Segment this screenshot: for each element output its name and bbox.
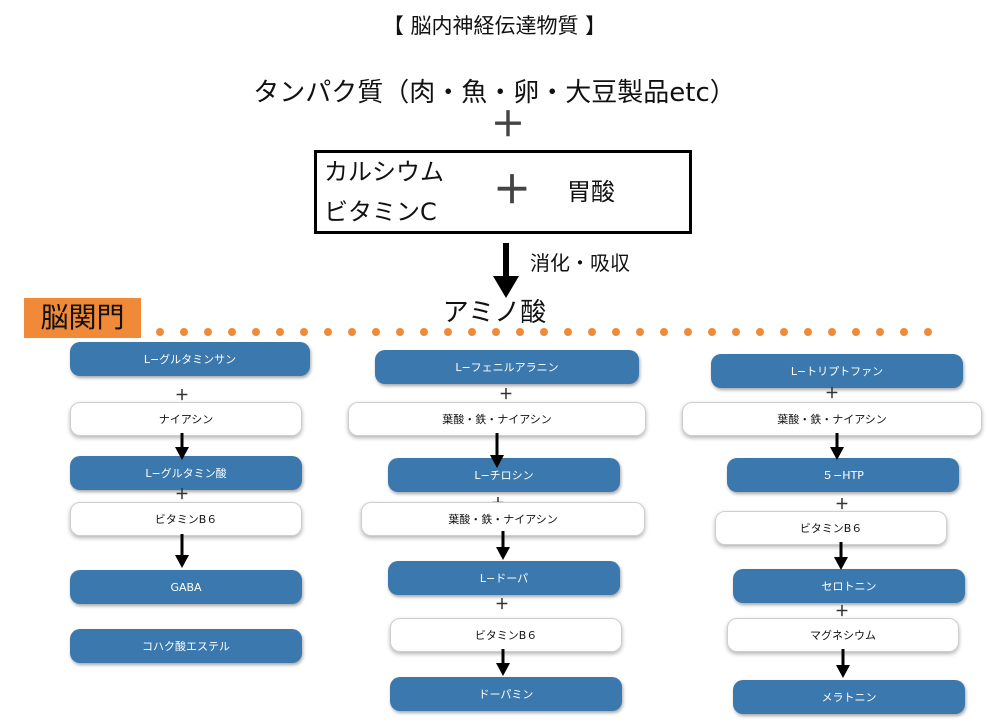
barrier-dot: [612, 328, 620, 336]
arrow-l-dopa-to-dopamine: [496, 649, 510, 676]
plus-sign: ＋: [495, 597, 509, 613]
barrier-dot: [420, 328, 428, 336]
barrier-dot: [588, 328, 596, 336]
plus-sign: ＋: [835, 604, 849, 620]
barrier-dot: [564, 328, 572, 336]
arrow-5htp-to-serotonin: [834, 542, 848, 570]
page-title: 【 脳内神経伝達物質 】: [382, 14, 607, 38]
plus-sign: ＋: [493, 168, 532, 212]
barrier-dot: [228, 328, 236, 336]
node-vitamin-b6: ビタミンB６: [70, 502, 302, 536]
plus-sign: ＋: [835, 497, 849, 513]
node-folate-iron-niacin: 葉酸・鉄・ナイアシン: [682, 402, 982, 436]
arrow-glutamine-to-glutamic: [175, 433, 189, 460]
barrier-dot: [636, 328, 644, 336]
protein-sources-label: タンパク質（肉・魚・卵・大豆製品etc）: [253, 78, 736, 108]
plus-sign: ＋: [175, 487, 189, 503]
amino-acid-label: アミノ酸: [442, 298, 547, 328]
barrier-dot: [732, 328, 740, 336]
barrier-dot: [252, 328, 260, 336]
blood-brain-barrier-line: [156, 328, 932, 336]
barrier-dot: [516, 328, 524, 336]
node-glutamic-acid: L−グルタミン酸: [70, 456, 302, 490]
barrier-dot: [324, 328, 332, 336]
node-l-dopa: L−ドーパ: [388, 561, 620, 595]
node-serotonin: セロトニン: [733, 569, 965, 603]
barrier-dot: [204, 328, 212, 336]
barrier-dot: [348, 328, 356, 336]
node-dopamine: ドーパミン: [390, 677, 622, 711]
node-tyrosine: L−チロシン: [388, 458, 620, 492]
barrier-dot: [396, 328, 404, 336]
node-niacin: ナイアシン: [70, 402, 302, 436]
barrier-dot: [804, 328, 812, 336]
arrow-phenylalanine-to-tyrosine: [490, 433, 504, 468]
barrier-dot: [900, 328, 908, 336]
plus-sign: ＋: [825, 386, 839, 402]
barrier-dot: [780, 328, 788, 336]
barrier-dot: [156, 328, 164, 336]
node-5-htp: ５−HTP: [727, 458, 959, 492]
node-glutamine: L−グルタミンサン: [70, 342, 310, 376]
barrier-dot: [180, 328, 188, 336]
stomach-acid-label: 胃酸: [567, 178, 615, 206]
cofactor-box: カルシウム ビタミンC ＋ 胃酸: [314, 150, 692, 234]
node-melatonin: メラトニン: [733, 680, 965, 714]
plus-sign: ＋: [499, 387, 513, 403]
barrier-dot: [876, 328, 884, 336]
arrow-glutamic-to-gaba: [175, 534, 189, 568]
barrier-dot: [540, 328, 548, 336]
barrier-dot: [708, 328, 716, 336]
blood-brain-barrier-label: 脳関門: [24, 298, 141, 338]
node-tryptophan: L−トリプトファン: [711, 354, 963, 388]
barrier-dot: [300, 328, 308, 336]
node-gaba: GABA: [70, 570, 302, 604]
arrow-tryptophan-to-5htp: [830, 433, 844, 460]
barrier-dot: [276, 328, 284, 336]
barrier-dot: [492, 328, 500, 336]
barrier-dot: [660, 328, 668, 336]
arrow-serotonin-to-melatonin: [836, 649, 850, 678]
barrier-dot: [828, 328, 836, 336]
node-succinic-ester: コハク酸エステル: [70, 629, 302, 663]
calcium-label: カルシウム: [324, 158, 444, 186]
digest-arrow-head: [493, 276, 519, 298]
barrier-dot: [924, 328, 932, 336]
plus-sign: ＋: [491, 105, 525, 145]
node-phenylalanine: L−フェニルアラニン: [375, 350, 639, 384]
node-vitamin-b6: ビタミンB６: [715, 511, 947, 545]
node-vitamin-b6: ビタミンB６: [390, 618, 622, 652]
node-folate-iron-niacin-2: 葉酸・鉄・ナイアシン: [361, 502, 645, 536]
vitamin-c-label: ビタミンC: [324, 198, 437, 226]
barrier-dot: [756, 328, 764, 336]
barrier-dot: [468, 328, 476, 336]
barrier-dot: [684, 328, 692, 336]
barrier-dot: [444, 328, 452, 336]
plus-sign: ＋: [175, 388, 189, 404]
barrier-dot: [852, 328, 860, 336]
arrow-tyrosine-to-l-dopa: [496, 531, 510, 560]
barrier-dot: [372, 328, 380, 336]
digestion-label: 消化・吸収: [530, 251, 630, 275]
